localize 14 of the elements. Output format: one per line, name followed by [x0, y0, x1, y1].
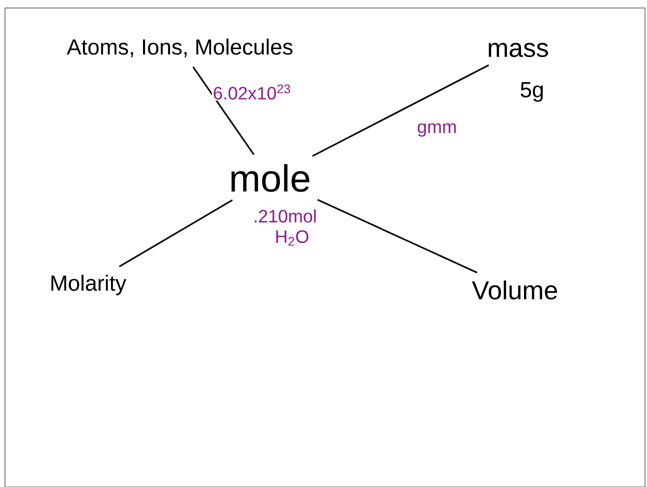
- note-text: 5g: [520, 82, 543, 102]
- concept-label: Molarity: [51, 274, 126, 296]
- edge-label: gmm: [416, 122, 458, 138]
- concept-label: Atoms, Ions, Molecules: [66, 38, 292, 58]
- concept-label: mass: [488, 42, 548, 58]
- connector-line: [192, 66, 254, 156]
- connector-line: [118, 199, 233, 268]
- connector-line: [312, 64, 490, 157]
- concept-label: Volume: [472, 280, 558, 300]
- note-text: H$_{2}$O: [276, 230, 308, 246]
- connector-line: [317, 199, 478, 274]
- edge-label: 6.02x10$^{23}$: [212, 83, 292, 101]
- note-text: .210mol: [254, 209, 316, 223]
- concept-label: mole: [232, 164, 310, 192]
